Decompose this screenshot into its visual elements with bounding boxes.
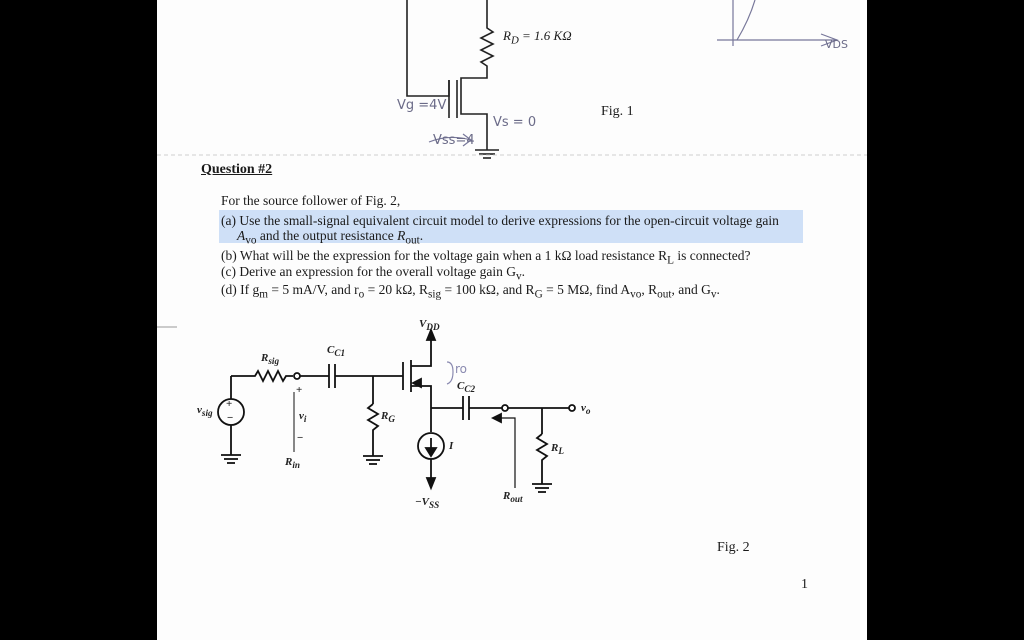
part-a-line2: Avo and the output resistance Rout. xyxy=(237,228,424,247)
text-highlight xyxy=(219,210,803,243)
cc2-label: CC2 xyxy=(457,380,476,395)
vdd-label: VDD xyxy=(419,318,440,333)
handwritten-vg: Vg =4V xyxy=(397,98,447,113)
rl-label: RL xyxy=(551,442,564,457)
handwritten-vs: Vs = 0 xyxy=(493,115,537,130)
rsig-label: Rsig xyxy=(261,352,280,367)
part-d: (d) If gm = 5 mA/V, and ro = 20 kΩ, Rsig… xyxy=(221,282,720,301)
cc1-label: CC1 xyxy=(327,344,346,359)
vss-label: −VSS xyxy=(415,496,440,511)
rg-label: RG xyxy=(381,410,395,425)
part-c: (c) Derive an expression for the overall… xyxy=(221,264,526,283)
rd-label: RD = 1.6 KΩ xyxy=(503,28,572,47)
vi-plus: + xyxy=(296,384,303,396)
fig1-drain-wire xyxy=(460,0,495,130)
rout-label: Rout xyxy=(503,490,523,505)
fig2-caption: Fig. 2 xyxy=(717,540,750,555)
part-a-line1: (a) Use the small-signal equivalent circ… xyxy=(221,213,779,228)
handwritten-ro: ro xyxy=(455,362,468,376)
handwritten-vds: VDS xyxy=(825,38,848,51)
fig1-caption: Fig. 1 xyxy=(601,104,634,119)
vi-label: vi xyxy=(299,410,307,425)
source-plus: + xyxy=(226,398,233,410)
question-intro: For the source follower of Fig. 2, xyxy=(221,193,401,208)
document-page: RD = 1.6 KΩ Vg =4V Vs = 0 Vss=4 VDS Fig.… xyxy=(157,0,867,640)
source-minus: − xyxy=(227,412,234,424)
current-source-label: I xyxy=(449,440,454,452)
question-title: Question #2 xyxy=(201,162,273,177)
rin-label: Rin xyxy=(285,456,300,471)
circuit-drawings xyxy=(157,0,867,493)
part-b: (b) What will be the expression for the … xyxy=(221,248,751,267)
vsig-label: vsig xyxy=(197,404,213,419)
handwritten-vss: Vss=4 xyxy=(433,133,475,148)
fig1-gate-wire xyxy=(406,0,450,97)
page-number: 1 xyxy=(801,577,808,592)
vi-minus: − xyxy=(297,432,304,444)
vo-label: vo xyxy=(581,402,591,417)
